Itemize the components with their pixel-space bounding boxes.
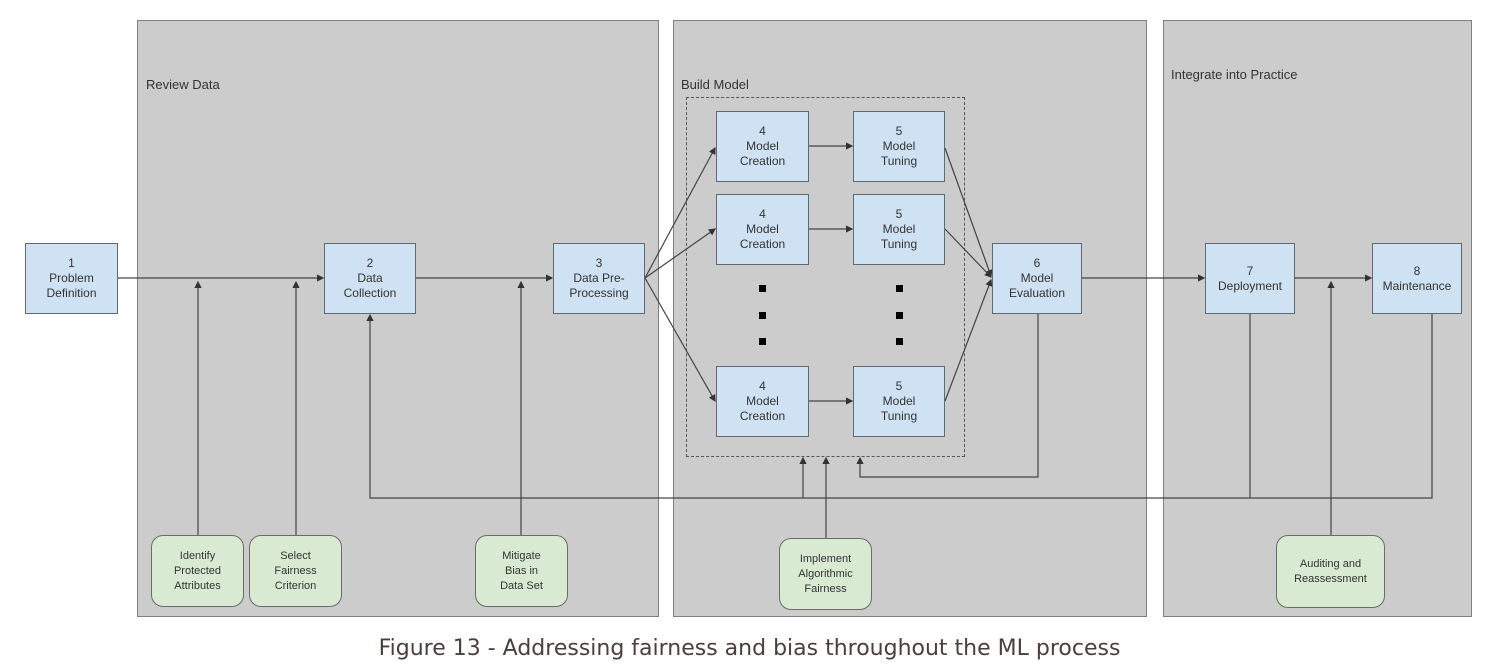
step-model-tuning: 5 Model Tuning (853, 194, 945, 265)
step-label: Definition (46, 286, 97, 300)
ellipsis-dot (896, 285, 903, 292)
intervention-label: Identify (179, 549, 216, 562)
step-label: Tuning (880, 154, 918, 168)
step-number: 8 (1413, 263, 1421, 278)
model-group-boundary (686, 97, 965, 457)
step-label: Model (1020, 271, 1054, 285)
intervention-label: Fairness (804, 582, 847, 595)
intervention-select-fairness-criterion: Select Fairness Criterion (249, 535, 342, 607)
step-number: 7 (1246, 263, 1254, 278)
step-label: Maintenance (1382, 278, 1452, 293)
arrow-3-to-4b (644, 228, 716, 279)
step-number: 5 (895, 379, 903, 393)
step-number: 1 (68, 256, 75, 270)
intervention-mitigate-bias: Mitigate Bias in Data Set (475, 535, 568, 607)
step-label: Deployment (1217, 278, 1283, 293)
step-label: Model (882, 394, 916, 408)
step-data-collection: 2 Data Collection (324, 243, 416, 314)
intervention-label: Protected (173, 564, 222, 577)
step-data-preprocessing: 3 Data Pre- Processing (553, 243, 645, 314)
intervention-label: Bias in (504, 564, 539, 577)
step-number: 4 (759, 207, 766, 221)
intervention-auditing-reassessment: Auditing and Reassessment (1276, 535, 1385, 608)
ellipsis-dot (896, 312, 903, 319)
intervention-label: Algorithmic (798, 567, 853, 580)
arrow-5a-to-6 (944, 147, 993, 278)
step-model-creation: 4 Model Creation (716, 111, 809, 182)
step-number: 5 (895, 124, 903, 138)
intervention-label: Data Set (500, 579, 543, 592)
step-deployment: 7 Deployment (1205, 243, 1295, 314)
step-label: Collection (343, 286, 397, 300)
intervention-label: Mitigate (502, 549, 541, 562)
intervention-label: Auditing and (1299, 557, 1362, 570)
feedback-to-data-collection (366, 313, 1433, 499)
intervention-label: Select (280, 549, 311, 562)
step-label: Problem (49, 271, 94, 285)
step-model-tuning: 5 Model Tuning (853, 366, 945, 437)
step-number: 4 (759, 124, 766, 138)
step-problem-definition: 1 Problem Definition (25, 243, 118, 314)
arrow-5c-to-6 (944, 278, 993, 402)
step-number: 2 (366, 256, 374, 270)
step-model-creation: 4 Model Creation (716, 194, 809, 265)
figure-caption: Figure 13 - Addressing fairness and bias… (378, 636, 1121, 661)
step-label: Creation (739, 409, 786, 423)
step-label: Evaluation (1008, 286, 1066, 300)
step-label: Data (357, 271, 383, 285)
arrow-5b-to-6 (944, 228, 992, 278)
step-label: Tuning (880, 237, 918, 251)
intervention-label: Fairness (274, 564, 317, 577)
step-label: Model (882, 222, 916, 236)
phase-title: Integrate into Practice (1171, 67, 1298, 82)
intervention-identify-protected-attributes: Identify Protected Attributes (151, 535, 244, 607)
phase-title: Review Data (146, 77, 220, 92)
step-label: Model (882, 139, 916, 153)
step-label: Data Pre- (573, 271, 625, 285)
step-label: Model (746, 139, 779, 153)
intervention-label: Criterion (274, 579, 317, 592)
intervention-label: Implement (799, 552, 852, 565)
ellipsis-dot (759, 285, 766, 292)
step-label: Tuning (880, 409, 918, 423)
phase-panel-integrate: Integrate into Practice (1163, 20, 1472, 617)
ellipsis-dot (759, 338, 766, 345)
step-model-creation: 4 Model Creation (716, 366, 809, 437)
step-number: 4 (759, 379, 766, 393)
step-number: 6 (1033, 256, 1041, 270)
step-model-evaluation: 6 Model Evaluation (992, 243, 1082, 314)
step-label: Model (746, 222, 779, 236)
feedback-evaluation-to-model-group (856, 314, 1039, 478)
step-model-tuning: 5 Model Tuning (853, 111, 945, 182)
arrow-3-to-4a (644, 146, 716, 279)
intervention-label: Attributes (174, 579, 221, 592)
step-maintenance: 8 Maintenance (1372, 243, 1462, 314)
phase-title: Build Model (681, 77, 749, 92)
step-label: Creation (739, 237, 786, 251)
ellipsis-dot (759, 312, 766, 319)
intervention-algorithmic-fairness: Implement Algorithmic Fairness (779, 538, 872, 610)
step-label: Model (746, 394, 779, 408)
step-label: Processing (569, 286, 629, 300)
ellipsis-dot (896, 338, 903, 345)
intervention-label: Reassessment (1294, 572, 1367, 585)
step-label: Creation (739, 154, 786, 168)
step-number: 5 (895, 207, 903, 221)
arrow-3-to-4c (644, 277, 716, 403)
step-number: 3 (595, 256, 603, 270)
phase-panel-review-data: Review Data (137, 20, 659, 617)
